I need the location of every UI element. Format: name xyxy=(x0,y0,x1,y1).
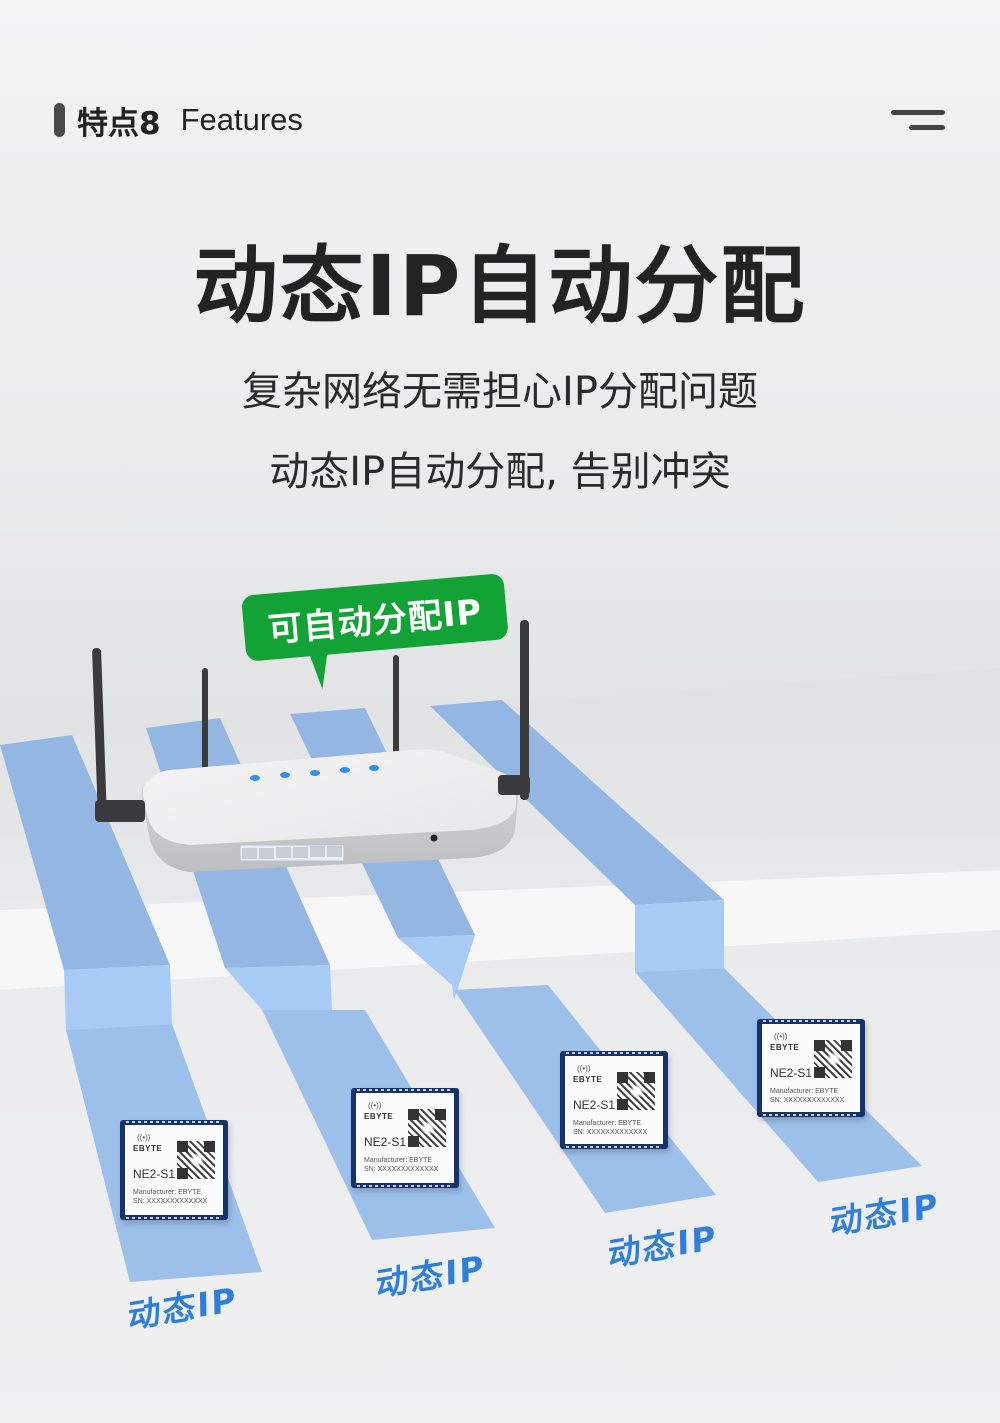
chip-model: NE2-S1 xyxy=(133,1167,176,1181)
antenna-front-right xyxy=(498,620,530,800)
antenna-back-right xyxy=(393,655,399,780)
antenna-back-left xyxy=(202,668,208,788)
qr-code-icon xyxy=(617,1072,655,1110)
chip-model: NE2-S1 xyxy=(573,1098,616,1112)
chip-brand: EBYTE xyxy=(133,1144,163,1153)
qr-code-icon xyxy=(177,1141,215,1179)
header-accent-bar xyxy=(54,103,65,137)
callout-text: 可自动分配IP xyxy=(266,591,484,651)
menu-line-bottom xyxy=(909,125,945,130)
subtitle-line-2: 动态IP自动分配, 告别冲突 xyxy=(269,449,731,495)
chip-serial: SN: XXXXXXXXXXXXX xyxy=(770,1097,845,1104)
router-leds xyxy=(250,765,379,781)
chip-label: ((•)) EBYTE NE2-S1 Manufacturer: EBYTE S… xyxy=(356,1093,454,1183)
wifi-icon: ((•)) xyxy=(368,1101,382,1110)
module-chip-2[interactable]: ((•)) EBYTE NE2-S1 Manufacturer: EBYTE S… xyxy=(351,1088,459,1188)
antenna-front-left xyxy=(92,647,145,822)
chip-label: ((•)) EBYTE NE2-S1 Manufacturer: EBYTE S… xyxy=(125,1125,223,1215)
chip-serial: SN: XXXXXXXXXXXXX xyxy=(133,1198,208,1205)
chip-brand: EBYTE xyxy=(364,1112,394,1121)
feature-number: 特点8 xyxy=(77,105,161,142)
chip-model: NE2-S1 xyxy=(364,1135,407,1149)
chip-manufacturer: Manufacturer: EBYTE xyxy=(770,1088,839,1095)
lan-ports xyxy=(239,844,345,862)
chip-serial: SN: XXXXXXXXXXXXX xyxy=(364,1166,439,1173)
module-chip-3[interactable]: ((•)) EBYTE NE2-S1 Manufacturer: EBYTE S… xyxy=(560,1051,668,1149)
chip-manufacturer: Manufacturer: EBYTE xyxy=(364,1157,433,1164)
feature-header: 特点8 Features xyxy=(54,100,303,142)
chip-model: NE2-S1 xyxy=(770,1066,813,1080)
callout-tail xyxy=(307,648,332,691)
module-chip-4[interactable]: ((•)) EBYTE NE2-S1 Manufacturer: EBYTE S… xyxy=(757,1019,865,1117)
chip-brand: EBYTE xyxy=(770,1043,800,1052)
ip-stripes-step xyxy=(64,900,724,1030)
chip-label: ((•)) EBYTE NE2-S1 Manufacturer: EBYTE S… xyxy=(565,1056,663,1144)
qr-code-icon xyxy=(814,1040,852,1078)
qr-code-icon xyxy=(408,1109,446,1147)
menu-icon[interactable] xyxy=(889,108,945,132)
page-title: 动态IP自动分配 xyxy=(193,237,807,335)
chip-serial: SN: XXXXXXXXXXXXX xyxy=(573,1129,648,1136)
router xyxy=(141,749,518,872)
module-chip-1[interactable]: ((•)) EBYTE NE2-S1 Manufacturer: EBYTE S… xyxy=(120,1120,228,1220)
subtitle-line-1: 复杂网络无需担心IP分配问题 xyxy=(242,369,758,415)
power-jack xyxy=(430,834,438,842)
menu-line-top xyxy=(891,110,945,115)
wifi-icon: ((•)) xyxy=(577,1064,591,1073)
chip-manufacturer: Manufacturer: EBYTE xyxy=(573,1120,642,1127)
wifi-icon: ((•)) xyxy=(137,1133,151,1142)
wifi-icon: ((•)) xyxy=(774,1032,788,1041)
chip-brand: EBYTE xyxy=(573,1075,603,1084)
feature-label: Features xyxy=(180,102,303,137)
chip-label: ((•)) EBYTE NE2-S1 Manufacturer: EBYTE S… xyxy=(762,1024,860,1112)
chip-manufacturer: Manufacturer: EBYTE xyxy=(133,1189,202,1196)
